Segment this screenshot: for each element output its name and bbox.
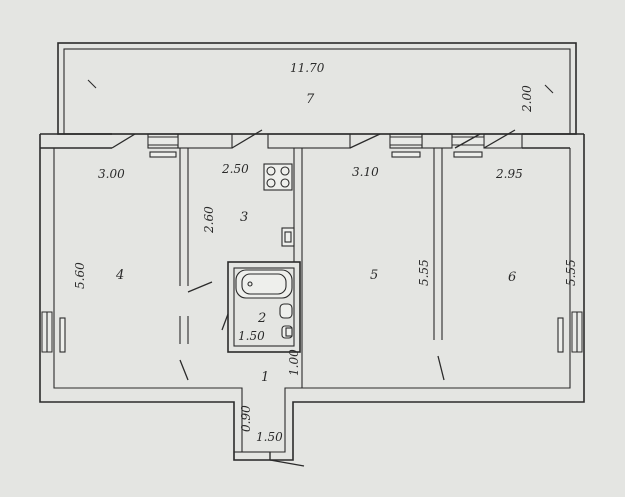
dimension-label: 2.00 xyxy=(520,85,534,113)
bathtub-icon xyxy=(235,269,293,299)
dimension-label: 3.00 xyxy=(98,167,125,181)
dimension-label: 2.50 xyxy=(221,162,249,176)
dimension-label: 0.90 xyxy=(239,405,253,432)
stove-icon xyxy=(263,163,293,191)
room-number: 1 xyxy=(261,370,269,385)
exterior-walls xyxy=(39,133,585,461)
partition-5-6 xyxy=(433,148,445,381)
dimension-label: 1.00 xyxy=(287,349,301,376)
dimension-label: 5.55 xyxy=(417,259,431,286)
window-left xyxy=(41,311,66,353)
window-room-4 xyxy=(147,136,179,158)
partition-4-3 xyxy=(179,148,213,381)
dimension-label: 3.10 xyxy=(352,165,379,179)
dimension-label: 1.50 xyxy=(256,430,283,444)
window-right xyxy=(557,311,583,353)
toilet-icon xyxy=(281,325,293,339)
room-number: 5 xyxy=(370,268,378,283)
balcony-doors xyxy=(111,129,516,149)
dimension-label: 11.70 xyxy=(290,61,325,75)
dimension-label: 2.95 xyxy=(495,167,523,181)
room-number: 6 xyxy=(508,270,516,285)
window-room-5 xyxy=(389,136,423,158)
room-number: 3 xyxy=(240,210,248,225)
room-number: 4 xyxy=(115,268,124,283)
dimension-label: 2.60 xyxy=(202,206,216,234)
dimension-label: 5.55 xyxy=(564,259,578,286)
entrance-door xyxy=(233,451,305,467)
washbasin-icon xyxy=(279,303,293,319)
dimension-label: 1.50 xyxy=(238,329,265,343)
room-number: 2 xyxy=(257,311,266,326)
room-number: 7 xyxy=(306,92,315,107)
balcony-outline xyxy=(57,42,577,135)
dimension-label: 5.60 xyxy=(73,262,87,289)
sink-icon xyxy=(281,227,295,247)
